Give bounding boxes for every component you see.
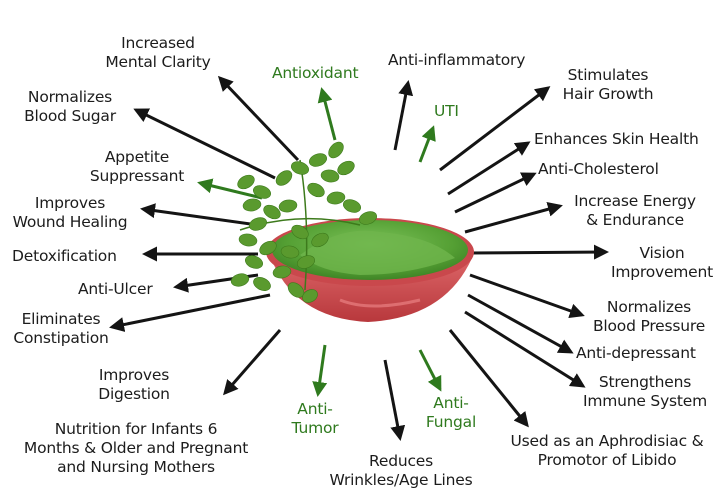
moringa-leaves — [230, 141, 378, 303]
arrow-blood-sugar — [133, 108, 276, 180]
arrow-appetite — [197, 178, 263, 200]
arrow-anti-fungal — [418, 349, 442, 392]
label-anti-ulcer: Anti-Ulcer — [78, 280, 153, 298]
arrow-blood-pressure — [469, 273, 585, 319]
label-skin: Enhances Skin Health — [534, 130, 699, 148]
label-infants: Nutrition for Infants 6 Months & Older a… — [23, 420, 249, 476]
arrow-hair — [439, 86, 551, 172]
label-anti-tumor: Anti- Tumor — [291, 400, 339, 437]
arrow-uti — [418, 125, 436, 163]
label-immune: Strengthens Immune System — [582, 373, 708, 410]
label-antioxidant: Antioxidant — [272, 64, 359, 82]
arrow-immune — [464, 310, 586, 388]
arrow-mental-clarity — [217, 75, 300, 162]
label-uti: UTI — [434, 102, 459, 120]
label-detox: Detoxification — [12, 247, 117, 265]
arrow-skin — [447, 141, 531, 196]
label-antidepressant: Anti-depressant — [576, 344, 696, 362]
label-constipation: Eliminates Constipation — [13, 310, 109, 347]
arrow-antioxidant — [317, 87, 337, 141]
label-mental-clarity: Increased Mental Clarity — [105, 34, 211, 71]
label-appetite: Appetite Suppressant — [89, 148, 185, 185]
label-cholesterol: Anti-Cholesterol — [538, 160, 659, 178]
arrow-antidepressant — [467, 293, 574, 354]
arrow-anti-inflammatory — [393, 80, 414, 151]
label-wrinkles: Reduces Wrinkles/Age Lines — [329, 452, 473, 489]
arrow-cholesterol — [454, 172, 537, 214]
arrow-anti-tumor — [312, 344, 328, 397]
arrow-digestion — [223, 329, 282, 396]
label-blood-pressure: Normalizes Blood Pressure — [592, 298, 706, 335]
label-hair: Stimulates Hair Growth — [562, 66, 654, 103]
label-anti-inflammatory: Anti-inflammatory — [388, 51, 526, 69]
arrow-wrinkles — [383, 359, 406, 441]
arrow-aphrodisiac — [448, 329, 529, 428]
arrow-constipation — [109, 293, 271, 332]
label-anti-fungal: Anti- Fungal — [425, 394, 477, 431]
label-wound-healing: Improves Wound Healing — [12, 194, 128, 231]
label-blood-sugar: Normalizes Blood Sugar — [24, 88, 116, 125]
label-digestion: Improves Digestion — [98, 366, 170, 403]
label-vision: Vision Improvement — [610, 244, 714, 281]
label-energy: Increase Energy & Endurance — [574, 192, 696, 229]
label-aphrodisiac: Used as an Aphrodisiac & Promotor of Lib… — [510, 432, 704, 469]
arrow-wound-healing — [140, 203, 259, 227]
arrow-vision — [469, 244, 609, 260]
arrow-energy — [464, 201, 563, 234]
